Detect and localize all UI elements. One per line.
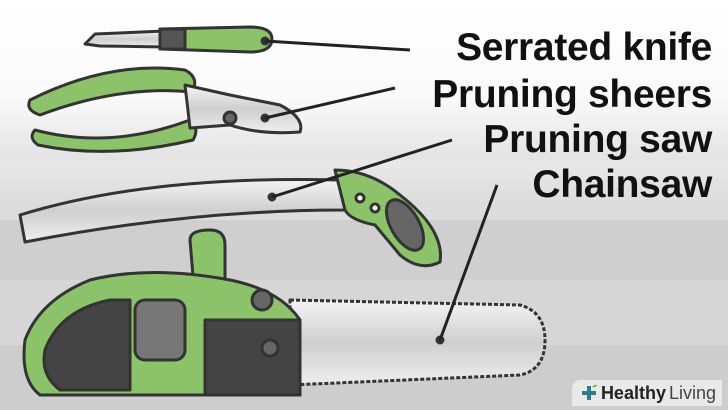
label-pruning-saw: Pruning saw <box>483 118 712 161</box>
medical-cross-icon <box>581 384 597 400</box>
label-pruning-sheers: Pruning sheers <box>432 73 712 116</box>
logo-brand-bold: Healthy <box>600 382 666 403</box>
label-chainsaw: Chainsaw <box>532 163 712 206</box>
pruning-saw <box>18 138 453 268</box>
label-serrated-knife: Serrated knife <box>456 26 712 69</box>
chainsaw <box>22 184 547 397</box>
healthy-living-logo: Healthy Living <box>571 380 722 406</box>
serrated-knife <box>83 25 411 54</box>
pruning-shears <box>27 66 396 153</box>
logo-brand-light: Living <box>668 382 716 403</box>
